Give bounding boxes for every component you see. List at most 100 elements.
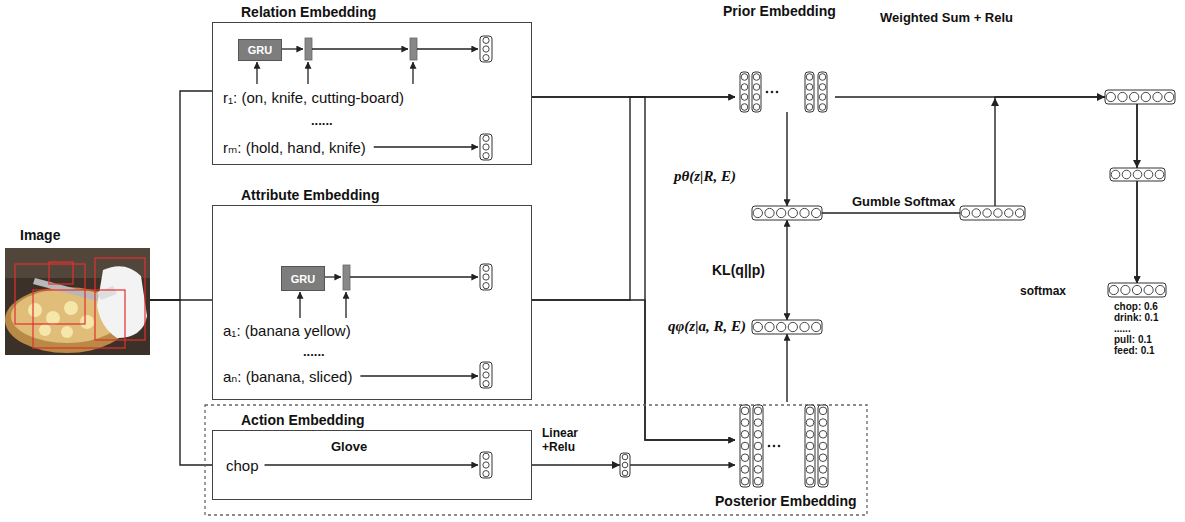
vector-cell: [806, 454, 814, 462]
relation-triple: r₁: (on, knife, cutting-board): [223, 89, 404, 106]
vector-icon: [753, 405, 763, 487]
vector-cell: [806, 74, 813, 81]
embedding-box: Action EmbeddingchopGlove: [212, 430, 532, 500]
vector-icon: [752, 72, 761, 112]
math-label: qφ(z|a, R, E): [668, 318, 746, 335]
embedding-title: Prior Embedding: [723, 3, 836, 19]
vector-cell: [753, 208, 762, 217]
vector-cell: [754, 466, 762, 474]
arrowhead: [1097, 93, 1105, 101]
vector-cell: [1106, 92, 1115, 101]
box-title: Relation Embedding: [241, 4, 376, 20]
vector-cell: [819, 74, 826, 81]
class-score: feed: 0.1: [1114, 345, 1155, 356]
illustration-part: [97, 266, 147, 338]
vector-cell: [753, 84, 760, 91]
illustration-part: [33, 290, 125, 348]
class-score: chop: 0.6: [1114, 301, 1158, 312]
vector-cell: [1141, 92, 1150, 101]
glove-label: Glove: [331, 439, 367, 454]
vector-cell: [806, 477, 814, 485]
vector-icon: [1108, 283, 1166, 297]
vector-cell: [806, 419, 814, 427]
vector-cell: [754, 477, 762, 485]
vector-icon: [752, 206, 822, 220]
vector-cell: [741, 454, 749, 462]
prior-embedding: Prior Embedding: [735, 3, 835, 112]
ellipsis-dot: [776, 91, 779, 94]
connector-arrow: [532, 97, 735, 440]
vector-cell: [1130, 92, 1139, 101]
edge-label: Gumble Softmax: [850, 194, 957, 209]
vector-cell: [741, 94, 748, 101]
hidden-state: [410, 38, 417, 60]
vector-icon: [480, 264, 492, 290]
vector-cell: [800, 322, 809, 331]
vector-icon: [752, 320, 822, 334]
vector-cell: [741, 419, 749, 427]
vector-cell: [753, 104, 760, 111]
vector-cell: [819, 466, 827, 474]
vector-cell: [1122, 170, 1131, 179]
embedding-box: Relation Embeddingr₁: (on, knife, cuttin…: [212, 22, 532, 165]
embedding-title: Posterior Embedding: [715, 493, 857, 509]
vector-cell: [754, 407, 762, 415]
flow-arrow: [417, 48, 478, 49]
vector-icon: [818, 405, 828, 487]
vector-cell: [741, 84, 748, 91]
flow-arrow: [312, 48, 408, 49]
dotted-group-outline: [205, 405, 867, 515]
vector-cell: [622, 462, 628, 468]
vector-cell: [806, 407, 814, 415]
ellipsis: ......: [311, 113, 333, 128]
flow-arrow: [374, 146, 478, 147]
connector-arrow: [532, 464, 735, 465]
vector-cell: [819, 84, 826, 91]
edge-label: Weighted Sum + Relu: [878, 10, 1015, 25]
vector-cell: [983, 209, 991, 217]
posterior-embedding: Posterior Embedding: [735, 402, 835, 489]
attribute-pair: aₙ: (banana, sliced): [223, 368, 352, 386]
illustration-part: [15, 264, 85, 324]
box-title: Attribute Embedding: [241, 187, 379, 203]
vector-cell: [819, 454, 827, 462]
vector-cell: [483, 363, 489, 369]
vector-cell: [806, 442, 814, 450]
vector-cell: [788, 322, 797, 331]
illustration-part: [28, 303, 42, 317]
connector-arrow: [786, 220, 787, 320]
class-score: pull: 0.1: [1114, 334, 1152, 345]
arrowhead: [612, 461, 620, 469]
vector-cell: [483, 274, 489, 280]
vector-cell: [741, 442, 749, 450]
vector-cell: [483, 453, 489, 459]
flow-arrow: [345, 292, 346, 318]
vector-icon: [1110, 168, 1165, 181]
math-label: pθ(z|R, E): [674, 168, 736, 185]
connector-arrow: [150, 91, 212, 300]
vector-cell: [741, 477, 749, 485]
vector-cell: [483, 153, 489, 159]
vector-icon: [480, 452, 492, 478]
vector-icon: [1105, 90, 1175, 104]
vector-cell: [753, 94, 760, 101]
vector-cell: [754, 430, 762, 438]
vector-cell: [819, 442, 827, 450]
vector-cell: [754, 454, 762, 462]
vector-cell: [1133, 170, 1142, 179]
vector-cell: [806, 84, 813, 91]
action-word: chop: [226, 457, 259, 474]
vector-icon: [805, 72, 814, 112]
vector-cell: [961, 209, 969, 217]
vector-cell: [483, 265, 489, 271]
illustration-part: [64, 301, 78, 315]
output-vector: chop: 0.6drink: 0.1......pull: 0.1feed: …: [1108, 283, 1166, 297]
flow-arrow: [360, 375, 478, 376]
ellipsis-dot: [778, 445, 781, 448]
vector-cell: [754, 419, 762, 427]
arrowhead: [1133, 160, 1141, 168]
connector-arrow: [786, 112, 787, 206]
vector-icon: [480, 36, 492, 62]
softmax-label: softmax: [1018, 284, 1068, 298]
connector-arrow: [835, 97, 1137, 283]
